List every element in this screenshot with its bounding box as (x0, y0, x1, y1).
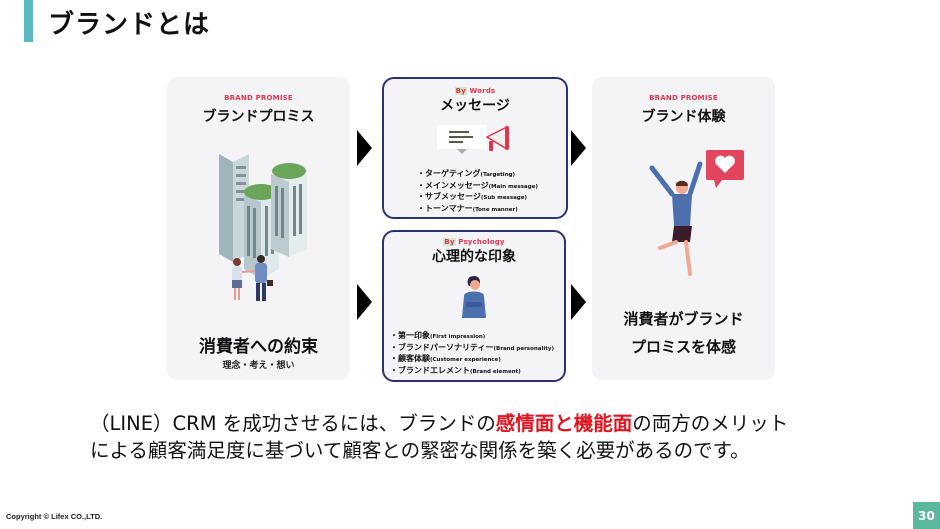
promise-headline: 消費者への約束 (199, 337, 318, 357)
page-title: ブランドとは (48, 10, 211, 40)
summary-line-2: による顧客満足度に基づいて顧客との緊密な関係を築く必要があるのです。 (90, 439, 750, 462)
card-eyebrow: By Psychology (384, 238, 564, 246)
headline-line-1: 消費者がブランド (623, 310, 744, 328)
eyebrow-label: Words (466, 87, 496, 95)
bullet-ja: ・トーンマナー (417, 203, 473, 213)
card-eyebrow: BRAND PROMISE (649, 94, 718, 102)
experience-headline: 消費者がブランド プロミスを体感 (592, 305, 775, 361)
brand-promise-card: BRAND PROMISE ブランドプロミス 消費者への約束 理念・考え・想い (167, 77, 350, 380)
bullet-en: (Main message) (488, 183, 538, 190)
bullet-ja: ・サブメッセージ (417, 192, 481, 202)
eyebrow-label: Psychology (455, 238, 505, 246)
summary-text-part: の両方のメリット (632, 412, 789, 435)
copyright: Copyright © Lifex CO.,LTD. (6, 512, 103, 521)
bullet-en: (Targeting) (480, 172, 516, 178)
bullet-ja: ・ターゲティング (417, 169, 481, 178)
megaphone-message-icon (437, 125, 509, 154)
bullet-item: ・第一印象(First impression) (390, 331, 564, 343)
bullet-en: (First impression) (430, 334, 486, 340)
bullet-item: ・ブランドエレメント(Brand element) (390, 366, 564, 378)
summary-line-1: （LINE）CRM を成功させるには、ブランドの感情面と機能面の両方のメリット (90, 410, 788, 437)
card-title: メッセージ (440, 98, 510, 114)
summary-highlight: 感情面と機能面 (495, 412, 633, 435)
bullet-ja: ・メインメッセージ (417, 180, 489, 190)
office-buildings-handshake-icon (218, 154, 307, 301)
bullet-item: ・トーンマナー(Tone manner) (417, 204, 566, 216)
jumping-woman-heart-icon (649, 150, 744, 276)
card-eyebrow: By Words (384, 87, 566, 95)
by-psychology-card: By Psychology 心理的な印象 ・第一印象(First impress… (382, 230, 566, 382)
page-number: 30 (913, 502, 940, 529)
bullet-en: (Brand personality) (493, 345, 554, 352)
bullet-en: (Brand element) (470, 368, 521, 375)
card-title: ブランド体験 (641, 109, 726, 125)
bullet-ja: ・ブランドエレメント (390, 365, 470, 375)
eyebrow-by: By (443, 238, 456, 246)
bullet-en: (Customer experience) (430, 357, 501, 364)
title-accent-bar (24, 0, 33, 42)
headline-line-2: プロミスを体感 (630, 338, 736, 356)
arrow-right-icon (357, 130, 372, 166)
thinking-woman-icon (462, 276, 486, 318)
brand-experience-card: BRAND PROMISE ブランド体験 消費者がブランド プロミスを体感 (592, 77, 775, 380)
card-eyebrow: BRAND PROMISE (224, 94, 293, 102)
bullet-item: ・顧客体験(Customer experience) (390, 354, 564, 366)
bullet-item: ・ブランドパーソナリティー(Brand personality) (390, 343, 564, 355)
arrow-right-icon (357, 284, 372, 320)
words-bullet-list: ・ターゲティング(Targeting) ・メインメッセージ(Main messa… (417, 169, 566, 215)
promise-subtitle: 理念・考え・想い (222, 361, 295, 371)
bullet-item: ・ターゲティング(Targeting) (417, 169, 566, 181)
summary-text: （LINE）CRM を成功させるには、ブランドの感情面と機能面の両方のメリット … (90, 410, 788, 464)
card-title: ブランドプロミス (202, 109, 315, 125)
bullet-ja: ・顧客体験 (390, 354, 430, 364)
arrow-right-icon (571, 284, 586, 320)
bullet-ja: ・ブランドパーソナリティー (390, 342, 494, 352)
bullet-item: ・サブメッセージ(Sub message) (417, 192, 566, 204)
eyebrow-by: By (454, 87, 467, 95)
summary-text-part: （LINE）CRM を成功させるには、ブランドの (90, 412, 496, 435)
by-words-card: By Words メッセージ ・ターゲティング(Targeting) ・メインメ… (382, 77, 568, 219)
bullet-en: (Tone manner) (472, 206, 518, 213)
arrow-right-icon (571, 130, 586, 166)
psychology-bullet-list: ・第一印象(First impression) ・ブランドパーソナリティー(Br… (390, 331, 564, 377)
bullet-en: (Sub message) (480, 195, 527, 202)
bullet-ja: ・第一印象 (390, 331, 430, 340)
bullet-item: ・メインメッセージ(Main message) (417, 181, 566, 193)
card-title: 心理的な印象 (432, 249, 516, 265)
